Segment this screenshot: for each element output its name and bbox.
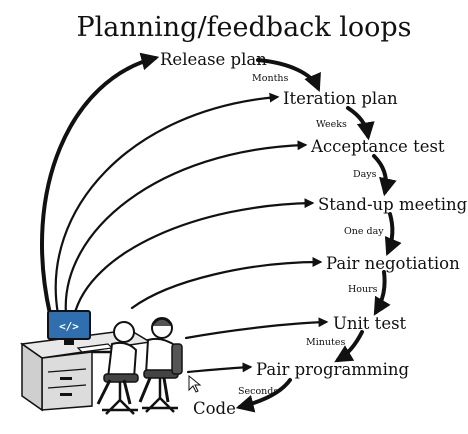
interval-minutes: Minutes <box>306 337 345 348</box>
stage-code: Code <box>193 399 236 418</box>
interval-days: Days <box>353 169 377 180</box>
chair-2 <box>142 378 178 413</box>
code-icon: </> <box>59 320 79 333</box>
cascade-arrow-6 <box>334 330 364 363</box>
feedback-arrow-iteration-plan <box>54 92 280 316</box>
cascade-arrow-1 <box>256 58 321 93</box>
feedback-arrow-release-plan <box>40 52 160 316</box>
stage-iteration-plan: Iteration plan <box>283 89 398 108</box>
monitor-stand <box>64 339 74 345</box>
programmer-1-head <box>113 321 135 343</box>
feedback-arrow-pair-negotiation <box>130 257 323 310</box>
feedback-arrows <box>40 52 329 374</box>
feedback-arrow-pair-programming <box>186 362 253 374</box>
chair-1 <box>102 380 138 415</box>
cascade-arrow-2 <box>346 106 375 141</box>
stage-release-plan: Release plan <box>160 50 267 69</box>
interval-hours: Hours <box>348 284 378 295</box>
interval-labels: Months Weeks Days One day Hours Minutes … <box>238 73 384 397</box>
stage-stand-up-meeting: Stand-up meeting <box>318 195 468 214</box>
stage-unit-test: Unit test <box>333 314 407 333</box>
stage-pair-programming: Pair programming <box>256 360 409 379</box>
interval-months: Months <box>252 73 289 84</box>
pair-workstation-illustration: </> <box>19 310 183 415</box>
cascade-arrow-5 <box>373 270 391 316</box>
stage-acceptance-test: Acceptance test <box>310 137 445 156</box>
drawer-handle <box>60 377 72 380</box>
desk-front <box>41 351 93 411</box>
mouse-cursor-icon <box>188 374 202 393</box>
feedback-arrow-stand-up <box>72 198 315 318</box>
diagram-title: Planning/feedback loops <box>76 12 411 43</box>
cascade-arrows <box>235 58 402 413</box>
cascade-arrow-4 <box>384 212 402 257</box>
interval-one-day: One day <box>344 226 384 237</box>
interval-seconds: Seconds <box>238 386 278 397</box>
cascade-arrow-7 <box>235 378 292 413</box>
drawer-handle-2 <box>60 393 72 396</box>
feedback-arrow-acceptance-test <box>64 140 308 316</box>
interval-weeks: Weeks <box>316 119 347 130</box>
stage-labels: Release plan Iteration plan Acceptance t… <box>160 50 468 418</box>
stage-pair-negotiation: Pair negotiation <box>326 254 460 273</box>
cascade-arrow-3 <box>372 154 397 197</box>
programmer-1-body <box>106 341 138 379</box>
desk-side <box>21 342 43 412</box>
feedback-arrow-unit-test <box>184 317 329 340</box>
